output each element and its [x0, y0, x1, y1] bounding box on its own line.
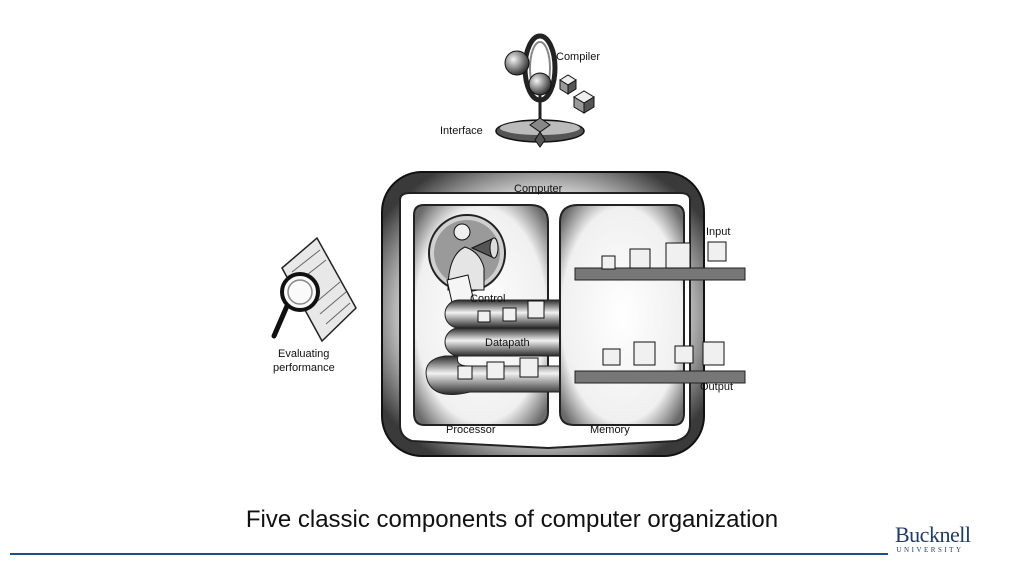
- control-figure: [428, 214, 506, 308]
- logo-name: Bucknell: [895, 522, 971, 547]
- logo-sub: UNIVERSITY: [896, 546, 964, 554]
- label-datapath: Datapath: [485, 337, 530, 349]
- label-output: Output: [700, 381, 733, 393]
- slide-caption: Five classic components of computer orga…: [245, 506, 779, 533]
- output-cubes: [602, 341, 725, 366]
- compiler-interface-emblem: [495, 33, 595, 148]
- compiler-cube: [559, 74, 577, 95]
- label-control: Control: [470, 293, 505, 305]
- label-processor: Processor: [446, 424, 496, 436]
- processor-unit: [413, 204, 576, 426]
- control-cubes: [477, 300, 545, 323]
- compiler-cube: [573, 90, 595, 114]
- input-cubes: [601, 241, 727, 270]
- label-interface: Interface: [440, 125, 483, 137]
- label-memory: Memory: [590, 424, 630, 436]
- memory-unit: [559, 204, 746, 426]
- magnifier-document-icon: [271, 236, 357, 343]
- label-computer: Computer: [514, 183, 563, 195]
- footer-rule: [10, 553, 888, 555]
- label-evaluating: Evaluating: [278, 348, 329, 360]
- label-compiler: Compiler: [556, 51, 600, 63]
- label-performance: performance: [273, 362, 335, 374]
- bucknell-logo: Bucknell UNIVERSITY: [895, 522, 971, 555]
- datapath-cubes: [457, 357, 539, 380]
- label-input: Input: [706, 226, 730, 238]
